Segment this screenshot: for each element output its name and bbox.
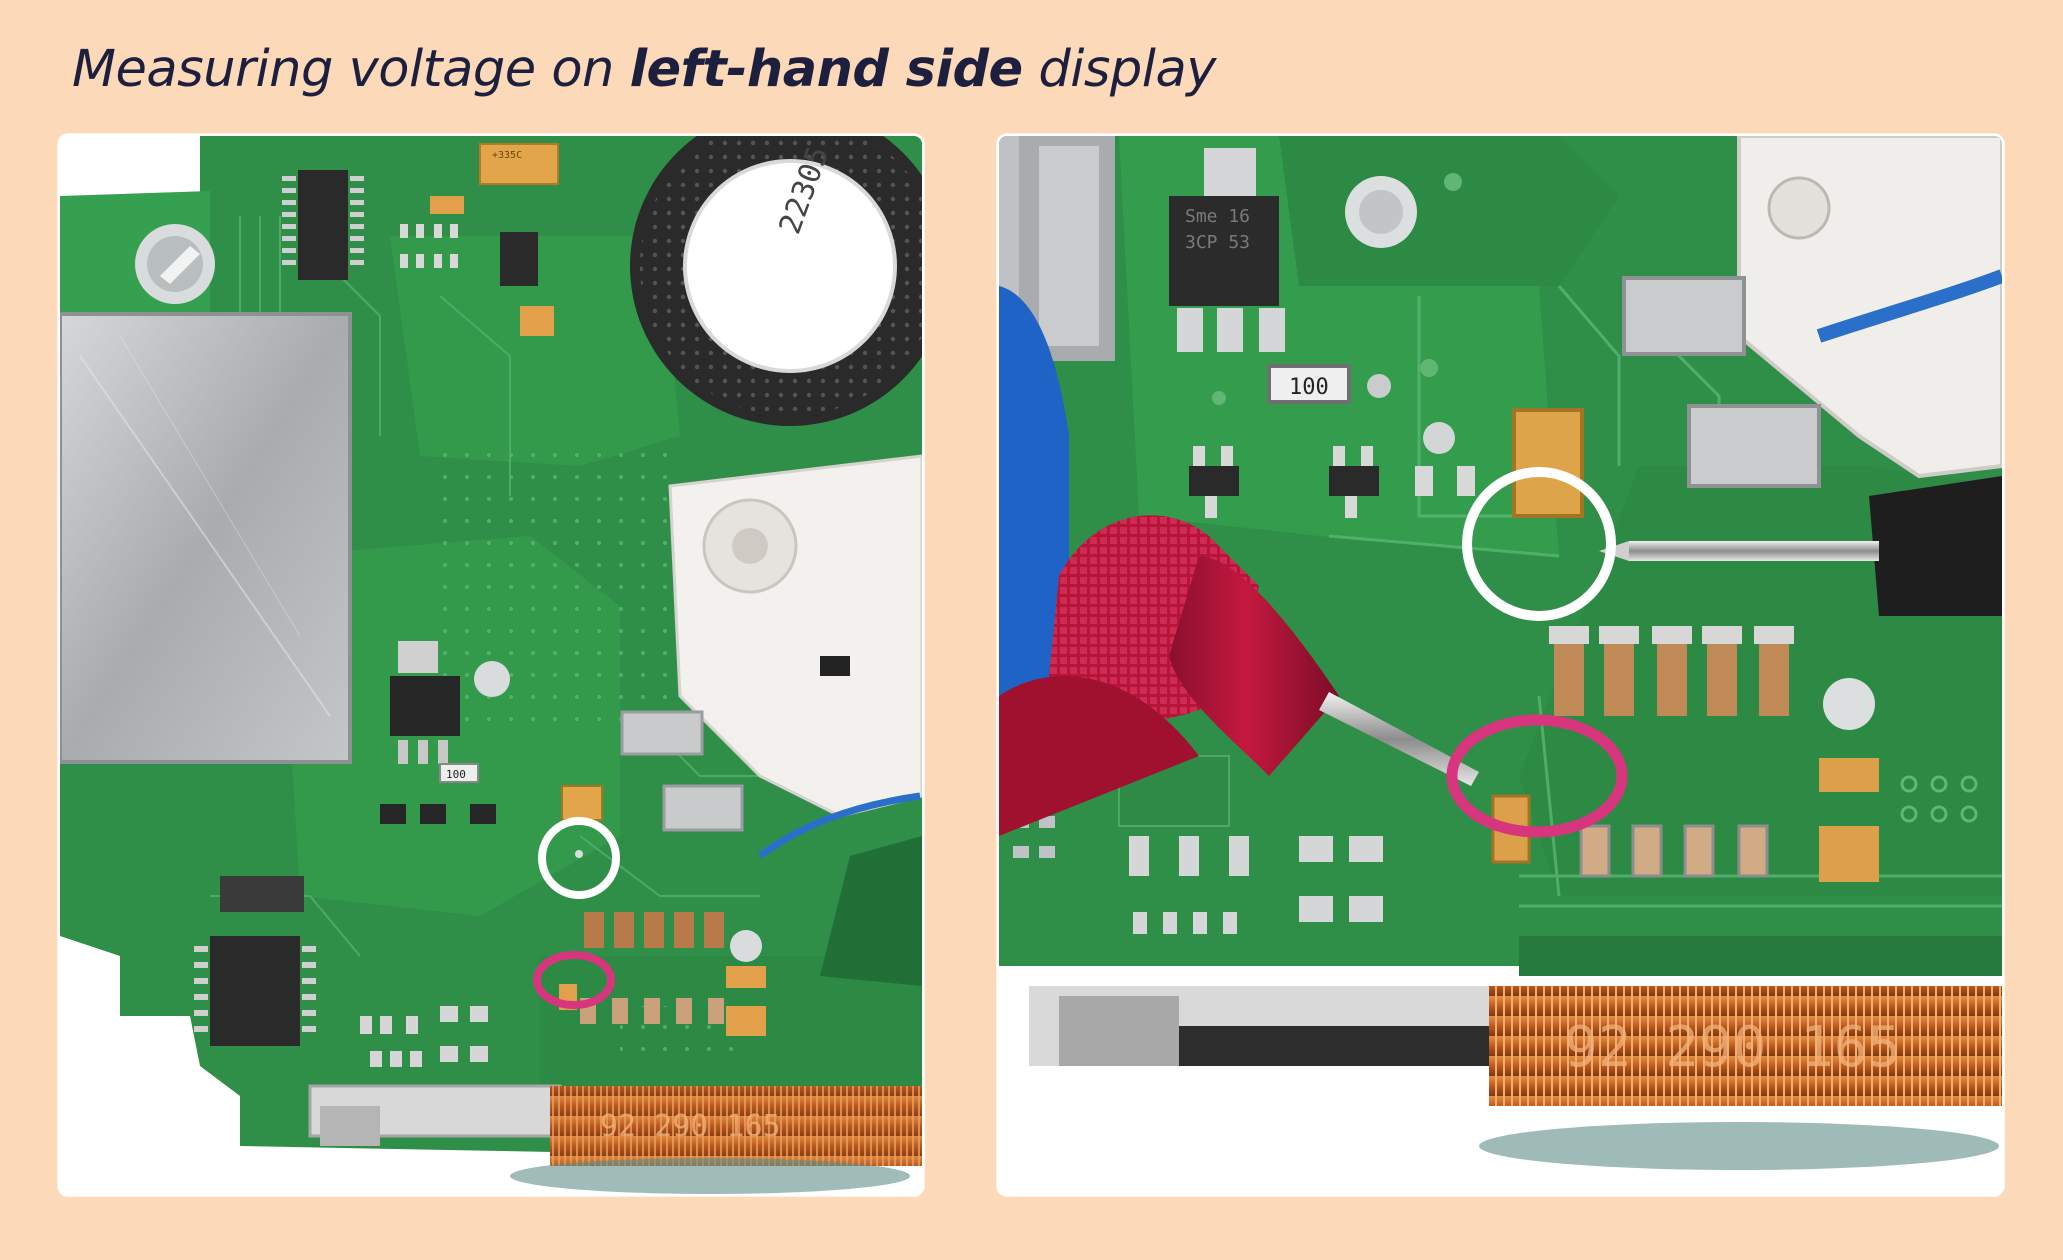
right-board-photo: Sme 16 3CP 53 100 bbox=[999, 136, 2002, 1194]
right-coil-marking: 92 290 165 bbox=[1564, 1015, 1901, 1080]
left-cap-marking: +335C bbox=[492, 150, 522, 161]
right-resistor-marking: 100 bbox=[1289, 375, 1329, 400]
left-photo-panel: +335C 22305 bbox=[58, 134, 924, 1196]
left-board-photo: +335C 22305 bbox=[60, 136, 922, 1194]
left-coil-marking: 92 290 165 bbox=[600, 1109, 781, 1144]
regulator-marking-2: 3CP 53 bbox=[1185, 232, 1250, 253]
right-pink-marker bbox=[1446, 714, 1628, 838]
title-suffix: display bbox=[1022, 40, 1216, 99]
right-white-marker bbox=[1462, 467, 1616, 621]
regulator-marking-1: Sme 16 bbox=[1185, 206, 1250, 227]
right-photo-panel: Sme 16 3CP 53 100 bbox=[997, 134, 2004, 1196]
title-emphasis: left-hand side bbox=[629, 40, 1024, 99]
title-prefix: Measuring voltage on bbox=[72, 40, 630, 99]
left-pink-marker bbox=[533, 951, 615, 1009]
left-resistor-marking: 100 bbox=[446, 768, 466, 781]
page-title: Measuring voltage on left-hand side disp… bbox=[72, 30, 1216, 110]
left-white-marker bbox=[538, 817, 620, 899]
